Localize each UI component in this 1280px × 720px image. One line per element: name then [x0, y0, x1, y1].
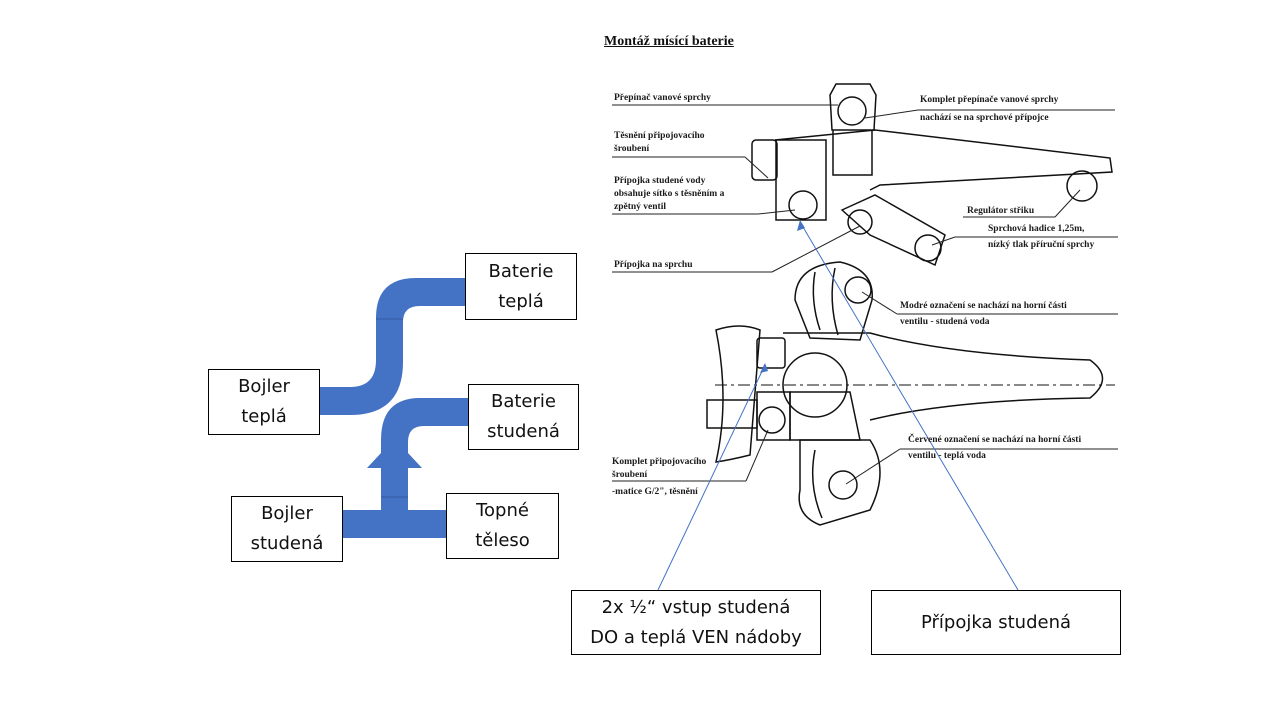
arrowhead-icon: [760, 363, 768, 373]
callout-line-vstup: [657, 364, 766, 591]
label-pripojka-studene: Přípojka studené vody obsahuje sítko s t…: [614, 175, 724, 214]
box-topne-teleso: Topné těleso: [446, 493, 559, 559]
label-komplet-sroubeni: Komplet připojovacího šroubení -matice G…: [612, 456, 706, 499]
callout-lines: [657, 221, 1019, 591]
callout-vstup: 2x ½“ vstup studená DO a teplá VEN nádoby: [571, 590, 821, 655]
label-cervene: Červené označení se nachází na horní čás…: [908, 434, 1081, 463]
label-line: šroubení: [614, 144, 650, 154]
box-bojler-tepla: Bojler teplá: [208, 369, 320, 435]
box-line: studená: [487, 421, 560, 442]
box-line: Baterie: [488, 260, 554, 282]
label-line: zpětný ventil: [614, 202, 666, 212]
box-baterie-tepla: Baterie teplá: [465, 253, 577, 320]
box-line: studená: [250, 533, 324, 554]
label-komplet-prepinace: Komplet přepínače vanové sprchy nachází …: [920, 94, 1058, 125]
callout-text: Přípojka studená: [920, 611, 1072, 633]
label-line: ventilu - studená voda: [900, 317, 990, 327]
box-baterie-studena: Baterie studená: [468, 384, 579, 450]
label-line: Modré označení se nachází na horní části: [900, 301, 1067, 311]
label-line: Sprchová hadice 1,25m,: [988, 224, 1085, 234]
hot-pipe: [320, 278, 466, 415]
label-line: obsahuje sítko s těsněním a: [614, 189, 725, 199]
label-line: nízký tlak příruční sprchy: [988, 240, 1095, 250]
label-line: ventilu - teplá voda: [908, 451, 986, 461]
faucet-drawing: [706, 83, 1115, 526]
callout-pripojka-studena: Přípojka studená: [871, 590, 1121, 655]
label-line: Přípojka studené vody: [614, 176, 706, 186]
box-bojler-studena: Bojler studená: [231, 496, 343, 562]
label-line: Těsnění připojovacího: [614, 131, 705, 141]
callout-line: DO a teplá VEN nádoby: [590, 626, 802, 648]
label-line: -matice G/2", těsnění: [612, 487, 698, 497]
arrowhead-icon: [797, 220, 805, 231]
box-line: Bojler: [261, 503, 313, 524]
document-title: Montáž mísící baterie: [604, 34, 734, 49]
label-line: Komplet připojovacího: [612, 457, 707, 467]
label-line: nachází se na sprchové přípojce: [920, 113, 1049, 123]
box-line: Bojler: [238, 376, 290, 397]
callout-line: 2x ½“ vstup studená: [601, 596, 791, 618]
box-line: teplá: [241, 406, 287, 427]
box-line: teplá: [498, 290, 544, 312]
label-hadice: Sprchová hadice 1,25m, nízký tlak příruč…: [988, 223, 1094, 252]
label-modre: Modré označení se nachází na horní části…: [900, 300, 1067, 329]
callout-line-pripojka: [799, 221, 1019, 591]
box-line: těleso: [475, 530, 530, 551]
label-prepinac: Přepínač vanové sprchy: [614, 93, 711, 103]
flow-arrow-icon: [367, 453, 422, 468]
label-pripojka-sprchu: Přípojka na sprchu: [614, 260, 693, 270]
label-line: Komplet přepínače vanové sprchy: [920, 95, 1059, 105]
cold-pipe: [342, 398, 468, 538]
label-tesneni: Těsnění připojovacího šroubení: [614, 130, 705, 156]
box-line: Baterie: [490, 391, 556, 412]
label-line: šroubení: [612, 470, 648, 480]
box-line: Topné: [476, 500, 529, 521]
label-line: Červené označení se nachází na horní čás…: [908, 435, 1082, 445]
label-regulator: Regulátor střiku: [967, 206, 1035, 216]
